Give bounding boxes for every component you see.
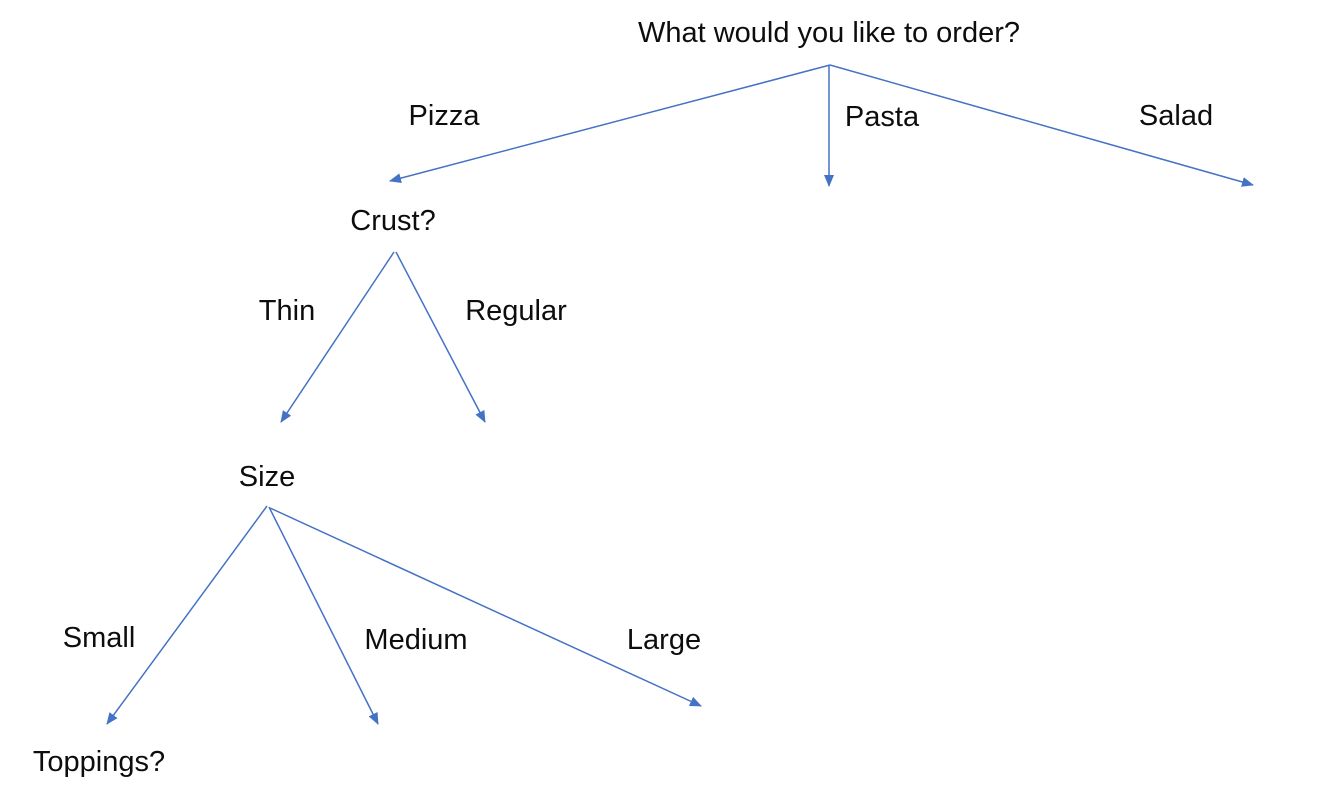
branch-label-large: Large (626, 624, 702, 656)
edge-size-large (269, 507, 702, 707)
branch-label-pasta: Pasta (844, 101, 920, 133)
edge-crust-to-size-thin (280, 251, 395, 423)
node-size-question: Size (238, 461, 296, 493)
edge-root-salad (829, 64, 1254, 187)
branch-label-pizza: Pizza (408, 100, 480, 132)
branch-label-regular: Regular (465, 295, 567, 327)
node-crust-question: Crust? (350, 205, 436, 237)
branch-label-thin: Thin (258, 295, 316, 327)
edge-size-to-toppings-small (106, 505, 268, 725)
branch-label-salad: Salad (1138, 100, 1214, 132)
edge-size-medium (268, 506, 379, 725)
edge-root-to-crust-pizza (389, 64, 831, 184)
branch-label-small: Small (62, 622, 136, 654)
branch-label-medium: Medium (364, 624, 468, 656)
edge-crust-regular (395, 251, 486, 423)
node-toppings-question: Toppings? (32, 746, 166, 778)
node-root-question: What would you like to order? (637, 17, 1021, 49)
